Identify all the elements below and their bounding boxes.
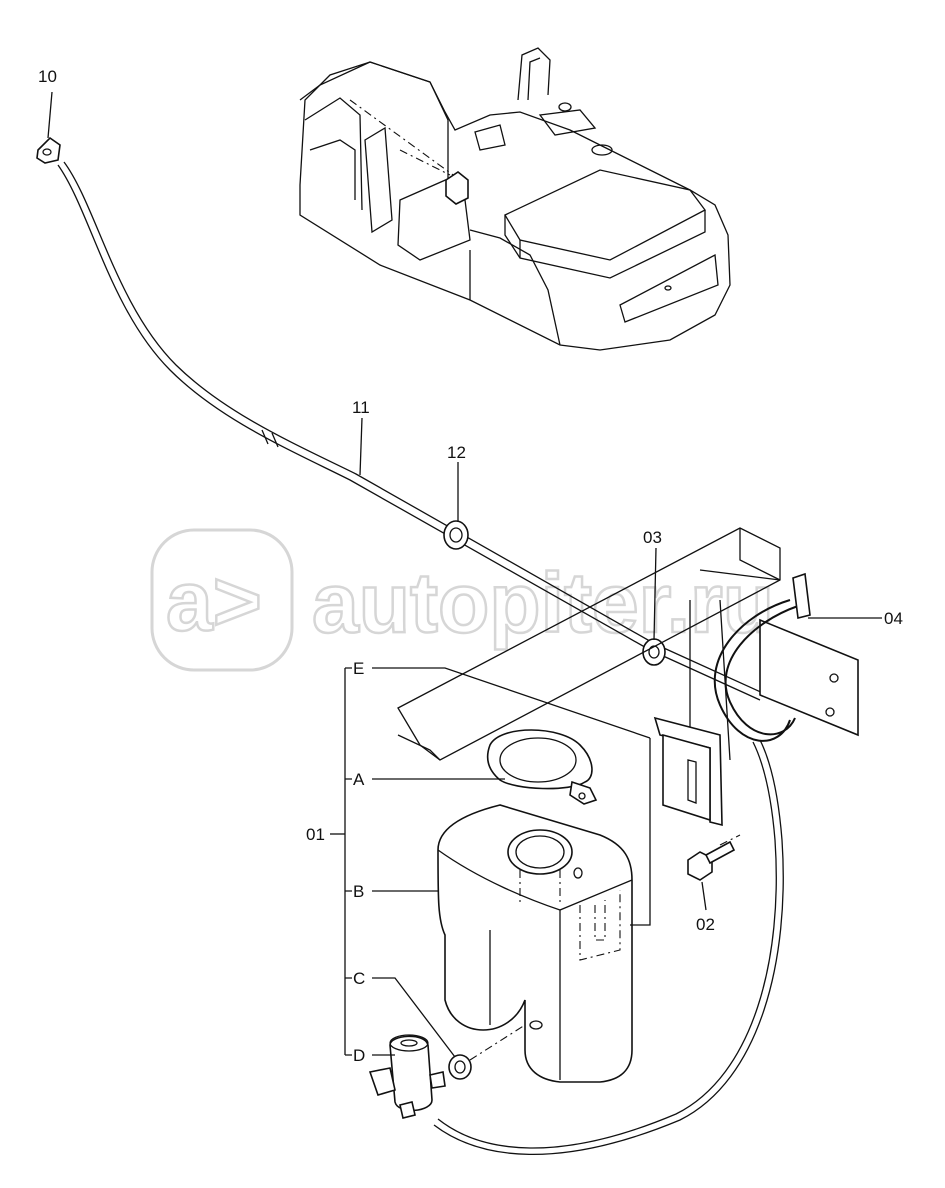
washer-hose-lower — [433, 739, 784, 1156]
bolt-02 — [687, 834, 741, 881]
callout-01: 01 — [306, 825, 325, 844]
tank-bracket — [653, 716, 723, 827]
callout-12: 12 — [447, 443, 466, 462]
leader-lines — [47, 91, 882, 1058]
watermark-logo-frame — [150, 528, 294, 672]
watermark-logo-text: a> — [166, 554, 262, 648]
washer-pump-D — [368, 1034, 446, 1119]
excavator-base — [299, 61, 731, 351]
bracket-plate — [759, 618, 859, 737]
callout-03: 03 — [643, 528, 662, 547]
washer-nozzle — [36, 136, 61, 164]
callout-02: 02 — [696, 915, 715, 934]
callout-B: B — [353, 882, 364, 901]
callout-10: 10 — [38, 67, 57, 86]
hose-clamp — [713, 572, 811, 742]
callout-04: 04 — [884, 609, 903, 628]
washer-hose-upper — [57, 161, 766, 701]
watermark-site-text: autopiter.ru — [312, 556, 774, 650]
grommet-12 — [443, 520, 469, 550]
callout-A: A — [353, 770, 365, 789]
callout-D: D — [353, 1046, 365, 1065]
excavator-overview — [299, 47, 731, 351]
callout-E: E — [353, 659, 364, 678]
watermark: a> autopiter.ru — [150, 528, 775, 672]
washer-tank-B — [437, 804, 633, 1083]
tank-cap-A — [486, 729, 598, 805]
overview-washer-tank — [445, 171, 469, 205]
callout-labels: 10 11 12 03 04 02 01 A B C D E — [38, 67, 903, 1065]
callout-C: C — [353, 969, 365, 988]
seal-C — [448, 1024, 526, 1080]
callout-11: 11 — [352, 398, 370, 417]
